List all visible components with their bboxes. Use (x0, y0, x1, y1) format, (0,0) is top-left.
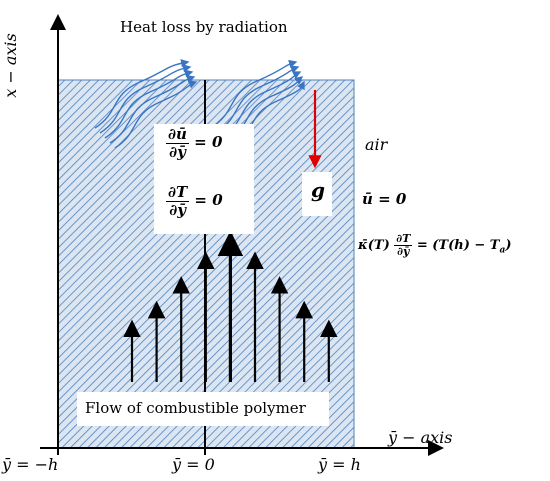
radiation-arrows-icon (94, 59, 198, 149)
flow-label: Flow of combustible polymer (85, 399, 306, 417)
kappa-denominator: ∂ȳ (397, 245, 410, 259)
du-numerator: ∂ū (166, 125, 189, 144)
x-axis-label: x − axis (0, 33, 20, 98)
tick-right-label: ȳ = h (318, 455, 361, 474)
kappa-boundary-condition: κ̄(T) ∂T ∂ȳ = (T(h) − Ta) (358, 232, 512, 259)
dT-numerator: ∂T (166, 183, 190, 202)
ybar-axis-label: ȳ − axis (388, 428, 453, 447)
dT-rhs: = 0 (194, 191, 223, 209)
u-boundary-condition: ū = 0 (362, 190, 407, 208)
dT-denominator: ∂ȳ (169, 200, 186, 219)
kappa-numerator: ∂T (394, 232, 413, 247)
kappa-rhs: = (T(h) − Ta) (416, 238, 512, 256)
du-rhs: = 0 (194, 133, 223, 151)
gravity-label: g (311, 178, 325, 202)
dT-dy-equation: ∂T ∂ȳ = 0 (166, 184, 223, 218)
flow-label-box (77, 392, 329, 426)
kappa-lhs: κ̄(T) (358, 238, 390, 254)
du-denominator: ∂ȳ (169, 142, 186, 161)
tick-center-label: ȳ = 0 (172, 455, 215, 474)
du-dy-equation: ∂ū ∂ȳ = 0 (166, 126, 222, 160)
tick-left-label: ȳ = −h (2, 455, 59, 474)
gravity-box (302, 172, 332, 216)
equation-box (154, 124, 254, 234)
heat-loss-label: Heat loss by radiation (120, 18, 288, 36)
air-label: air (365, 135, 388, 154)
flow-arrows-group (123, 230, 338, 382)
